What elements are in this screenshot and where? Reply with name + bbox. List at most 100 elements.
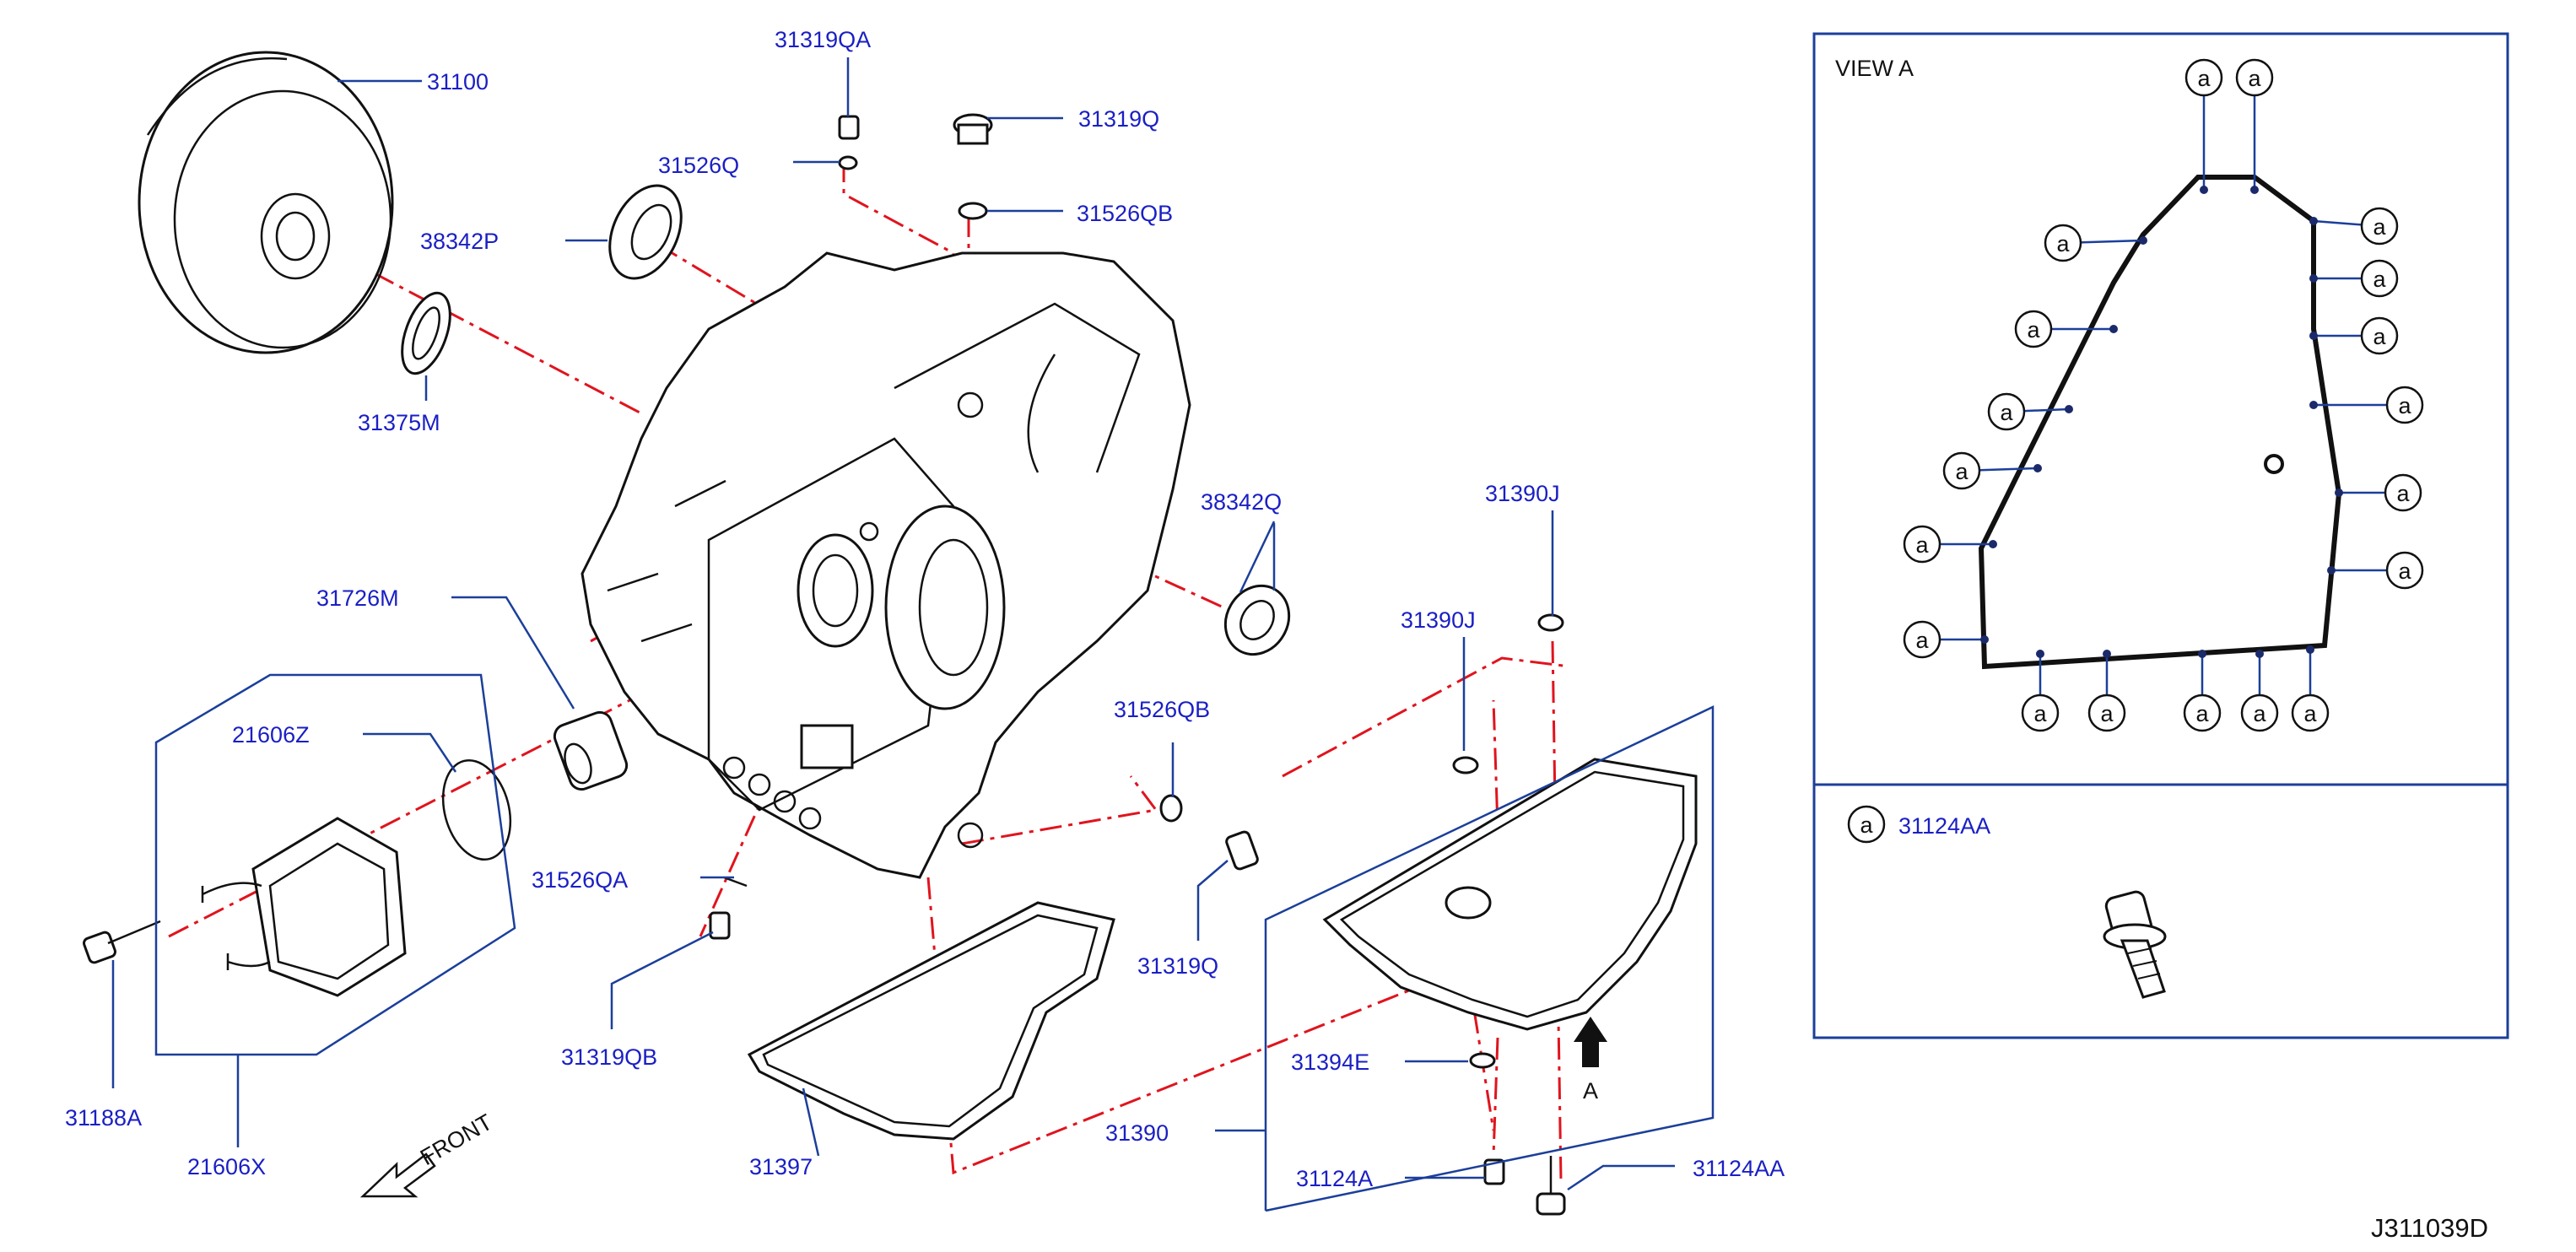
part-label-31319q-top: 31319Q: [1078, 106, 1159, 132]
bolt-hole-dot: [2065, 405, 2073, 413]
oil-pan-outline: [1978, 175, 2342, 670]
part-label-31188a: 31188A: [65, 1105, 142, 1131]
bolt-marker-circle: [2184, 58, 2223, 97]
bolt-31188a: [83, 920, 161, 964]
bolt-marker-text: a: [2248, 66, 2261, 91]
bolt-marker-circle: [1903, 620, 1941, 659]
bolt-marker-circle: [2385, 551, 2424, 590]
bolt-hole-dot: [2309, 217, 2318, 225]
bolt-hole-dot: [2306, 645, 2314, 654]
view-arrow-label: A: [1583, 1078, 1598, 1104]
part-label-31390j-a: 31390J: [1401, 607, 1476, 633]
part-label-21606z: 21606Z: [232, 722, 310, 747]
view-panel-title: VIEW A: [1835, 56, 1914, 81]
bolt-marker-circle: [2044, 224, 2082, 262]
oil-pan-31390: [1322, 758, 1698, 1031]
part-label-31394e: 31394E: [1291, 1050, 1369, 1075]
bolt-hole-dot: [2103, 650, 2111, 658]
oil-seal-38342p: [608, 184, 683, 280]
part-label-31390j-b: 31390J: [1485, 481, 1560, 506]
gasket-31397: [747, 901, 1115, 1141]
bolt-marker-circle: [2087, 693, 2126, 732]
bolt-31124aa: [1536, 1156, 1566, 1216]
legend-marker-text: a: [1860, 812, 1873, 838]
legend-label: 31124AA: [1898, 813, 1990, 839]
part-label-31319q-mid: 31319Q: [1137, 953, 1218, 979]
part-label-31526qa: 31526QA: [532, 867, 628, 893]
o-ring-21606z: [441, 758, 512, 861]
bolt-hole-dot: [2309, 274, 2318, 283]
bolt-marker-text: a: [2303, 701, 2317, 726]
bolt-marker-circle: [2014, 310, 2053, 348]
bolt-marker-circle: [2021, 693, 2060, 732]
group-bracket-21606x: [154, 673, 516, 1056]
front-label: FRONT: [416, 1109, 497, 1170]
bolt-marker-text: a: [1915, 628, 1929, 653]
part-label-31726m: 31726M: [316, 586, 399, 611]
diagram-code: J311039D: [2371, 1213, 2488, 1243]
bolt-hole-dot: [2335, 488, 2343, 497]
part-label-31124a: 31124A: [1296, 1166, 1373, 1191]
part-label-31319qb: 31319QB: [561, 1044, 657, 1070]
bolt-marker-text: a: [2373, 214, 2386, 240]
part-label-31390: 31390: [1105, 1120, 1169, 1146]
torque-converter: [138, 51, 394, 354]
bolt-marker-text: a: [2373, 324, 2386, 349]
bolt-hole-dot: [2033, 464, 2042, 472]
bolt-marker-circle: [2360, 259, 2399, 298]
bolt-marker-circle: [2360, 207, 2399, 246]
bolt-marker-text: a: [2027, 317, 2040, 343]
group-bracket-31390: [1264, 705, 1715, 1212]
bolt-hole-dot: [2139, 236, 2147, 245]
part-label-31124aa: 31124AA: [1693, 1156, 1785, 1181]
bolt-marker-circle: [2235, 58, 2274, 97]
oil-seal-38342q: [1223, 584, 1291, 656]
bolt-hole-dot: [1980, 635, 1989, 644]
bolt-hole-dot: [2200, 186, 2208, 194]
bolt-illustration: [2103, 890, 2167, 999]
bolt-hole-dot: [2255, 650, 2264, 658]
part-label-31375m: 31375M: [358, 410, 440, 435]
oil-filter-31726m: [553, 710, 629, 791]
transmission-case: [581, 251, 1191, 879]
part-label-21606x: 21606X: [187, 1154, 266, 1179]
bolt-marker-circle: [2240, 693, 2279, 732]
bolt-marker-circle: [2385, 386, 2424, 424]
bolt-marker-circle: [1987, 392, 2026, 431]
bolt-marker-text: a: [2000, 400, 2013, 425]
bolt-marker-text: a: [2195, 701, 2209, 726]
bolt-marker-text: a: [1915, 532, 1929, 558]
bolt-marker-circle: [2360, 316, 2399, 355]
bolt-marker-text: a: [2396, 481, 2410, 506]
oil-seal-31375m: [401, 291, 451, 375]
drain-hole: [2264, 454, 2284, 474]
bolt-hole-dot: [2309, 401, 2318, 409]
bolt-marker-text: a: [2398, 559, 2411, 584]
part-label-38342q: 38342Q: [1201, 489, 1282, 515]
small-parts: [709, 113, 1564, 1185]
bolt-hole-dot: [2327, 566, 2336, 575]
legend-marker: [1847, 805, 1886, 844]
bolt-marker-text: a: [2100, 701, 2114, 726]
bolt-marker-text: a: [2373, 267, 2386, 292]
bolt-marker-text: a: [2197, 66, 2211, 91]
part-label-31100: 31100: [427, 69, 489, 94]
bolt-marker-text: a: [2033, 701, 2047, 726]
part-label-31397: 31397: [749, 1154, 813, 1179]
part-labels: 31100 38342P 31375M 31319QA 31526Q 31319…: [65, 27, 1785, 1191]
bolt-marker-text: a: [1955, 459, 1968, 484]
leader-lines: [111, 57, 1675, 1191]
bolt-hole-dot: [2109, 325, 2118, 333]
bolt-hole-dot: [2250, 186, 2259, 194]
bolt-marker-circle: [1942, 451, 1981, 490]
part-label-31319qa: 31319QA: [775, 27, 871, 52]
bolt-hole-dot: [2198, 650, 2206, 658]
part-label-31526qb-mid: 31526QB: [1114, 697, 1210, 722]
bolt-hole-dot: [2309, 332, 2318, 340]
bolt-marker-text: a: [2398, 393, 2411, 418]
bolt-marker-circle: [1903, 525, 1941, 564]
bolt-marker-text: a: [2056, 231, 2070, 256]
